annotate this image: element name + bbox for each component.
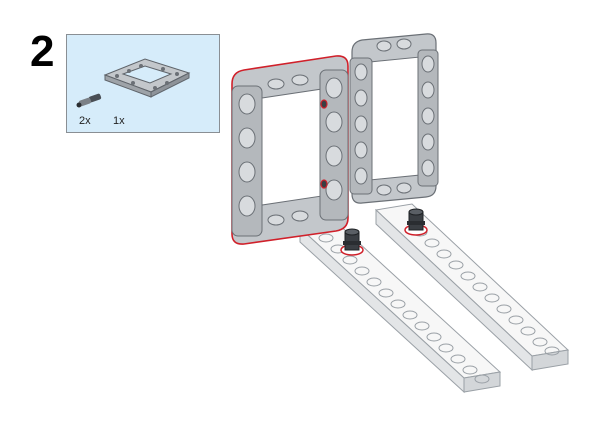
- new-open-frame-highlighted: [232, 56, 348, 244]
- existing-open-frame: [350, 34, 438, 203]
